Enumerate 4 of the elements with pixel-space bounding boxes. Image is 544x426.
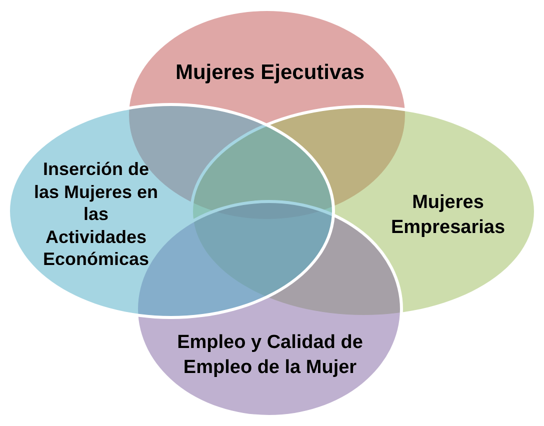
ellipse-label: Mujeres Empresarias bbox=[390, 191, 506, 240]
ellipse-label: Mujeres Ejecutivas bbox=[175, 60, 365, 86]
ellipse-label: Empleo y Calidad de Empleo de la Mujer bbox=[176, 331, 364, 380]
ellipse-label: Inserción de las Mujeres en las Actividades Económicas bbox=[32, 158, 160, 270]
